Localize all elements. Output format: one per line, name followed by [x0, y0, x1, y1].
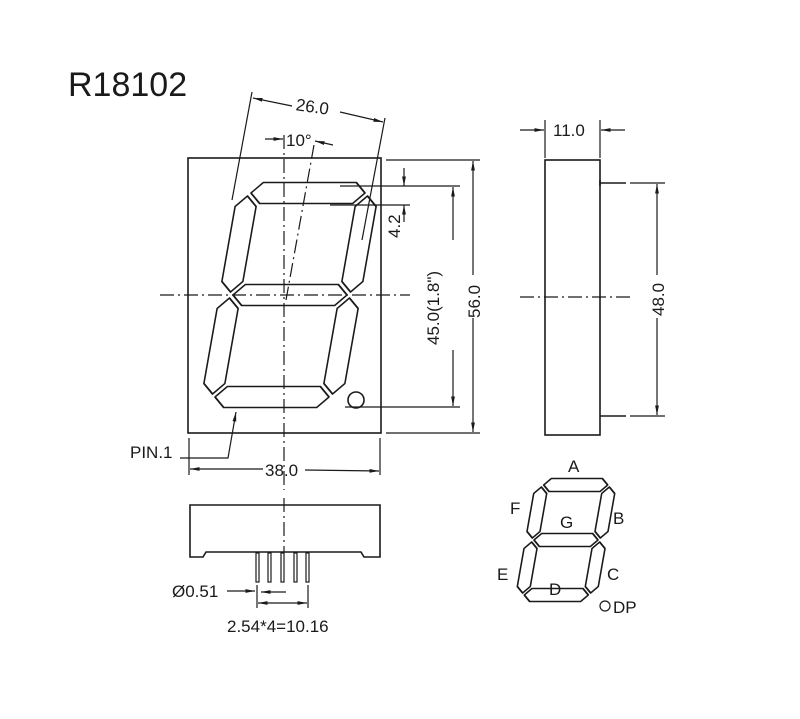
part-number-title: R18102	[68, 66, 187, 104]
segment-thickness-label: 4.2	[385, 214, 404, 238]
segment-c	[323, 297, 359, 395]
segment-diagram: A B C D E F G DP	[497, 457, 637, 617]
segment-e	[516, 541, 538, 594]
dimension-line	[252, 97, 293, 107]
pin	[255, 552, 260, 583]
depth-label: 11.0	[553, 121, 585, 140]
segment-c	[584, 541, 606, 594]
pin	[267, 552, 272, 583]
slant-angle-label: 10°	[286, 131, 312, 150]
segment-label-dp: DP	[613, 598, 637, 617]
digit-width-label: 26.0	[295, 95, 330, 118]
segment-g	[533, 532, 599, 548]
pin-diameter-label: Ø0.51	[172, 582, 218, 601]
segment-b	[341, 195, 377, 293]
extension-line	[231, 91, 253, 201]
decimal-point	[347, 391, 365, 409]
extension-line	[361, 117, 386, 241]
segment-b	[594, 486, 616, 539]
segment-label-f: F	[510, 499, 520, 518]
pin	[305, 552, 310, 583]
segment-label-b: B	[613, 509, 624, 528]
main-digit	[203, 181, 377, 409]
dimension-line	[339, 111, 384, 123]
pin-pitch-label: 2.54*4=10.16	[227, 617, 329, 636]
segment-a	[542, 477, 609, 493]
segment-d	[214, 385, 330, 409]
slant-centerline	[285, 144, 315, 301]
segment-digit	[516, 477, 616, 603]
bottom-view: Ø0.51 2.54*4=10.16	[172, 498, 381, 636]
segment-label-d: D	[549, 580, 561, 599]
side-view: 11.0 48.0	[520, 120, 668, 436]
segment-label-a: A	[568, 457, 580, 476]
pin1-leader	[180, 411, 237, 459]
dimension-line	[304, 468, 380, 473]
pins	[255, 552, 310, 583]
digit-height-label: 45.0(1.8")	[424, 271, 443, 345]
pin-span-label: 48.0	[649, 283, 668, 316]
segment-e	[203, 297, 239, 395]
segment-label-e: E	[497, 565, 508, 584]
height-label: 56.0	[465, 285, 484, 318]
dp-marker	[599, 600, 611, 612]
pin	[280, 552, 285, 583]
pin1-label: PIN.1	[130, 443, 173, 462]
segment-label-g: G	[560, 513, 573, 532]
front-view: 26.0 10° 4.2 45.0(1.8") 56.0 PIN.1 38.0	[130, 91, 484, 490]
segment-f	[526, 486, 548, 539]
bottom-body-outline	[189, 504, 381, 558]
pin	[293, 552, 298, 583]
segment-a	[250, 181, 366, 205]
segment-d	[523, 587, 590, 603]
segment-f	[221, 195, 257, 293]
dimension-line	[314, 140, 334, 146]
width-label: 38.0	[265, 461, 298, 480]
segment-label-c: C	[607, 565, 619, 584]
